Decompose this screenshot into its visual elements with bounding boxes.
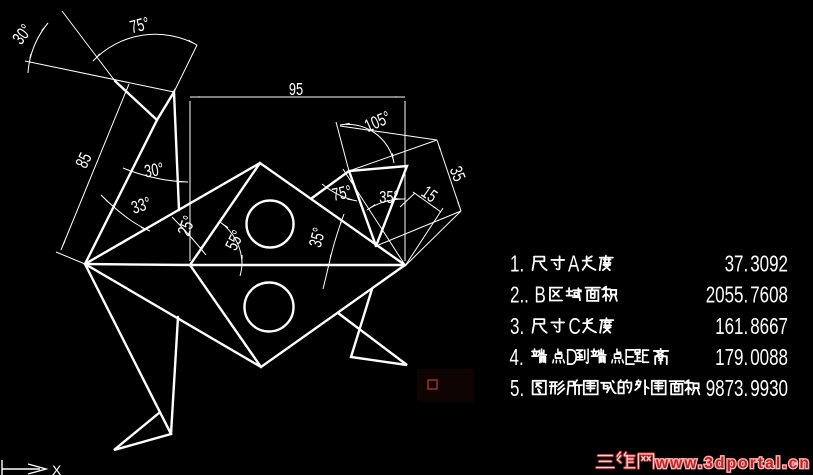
svg-text:75°: 75° xyxy=(128,14,152,38)
svg-text:9873.9930: 9873.9930 xyxy=(706,375,788,401)
svg-text:2..: 2.. xyxy=(510,282,529,308)
svg-text:37.3092: 37.3092 xyxy=(725,251,788,277)
svg-text:www.3dportal.cn: www.3dportal.cn xyxy=(655,455,811,472)
svg-text:2055.7608: 2055.7608 xyxy=(706,282,788,308)
svg-text:E: E xyxy=(624,344,635,370)
svg-text:3.: 3. xyxy=(510,313,524,339)
svg-text:179.0088: 179.0088 xyxy=(715,344,788,370)
svg-text:30°: 30° xyxy=(143,160,165,183)
svg-text:X: X xyxy=(52,462,62,475)
svg-text:4.: 4. xyxy=(510,344,524,370)
svg-text:B: B xyxy=(535,282,546,308)
svg-text:35°: 35° xyxy=(306,226,330,250)
svg-text:D: D xyxy=(566,344,578,370)
svg-text:1.: 1. xyxy=(510,251,524,277)
svg-text:A: A xyxy=(568,251,580,277)
svg-text:75°: 75° xyxy=(330,182,353,205)
svg-text:C: C xyxy=(569,313,581,339)
svg-text:5.: 5. xyxy=(510,375,524,401)
svg-text:35°: 35° xyxy=(379,188,398,208)
svg-text:161.8667: 161.8667 xyxy=(715,313,788,339)
svg-text:95: 95 xyxy=(289,80,304,100)
